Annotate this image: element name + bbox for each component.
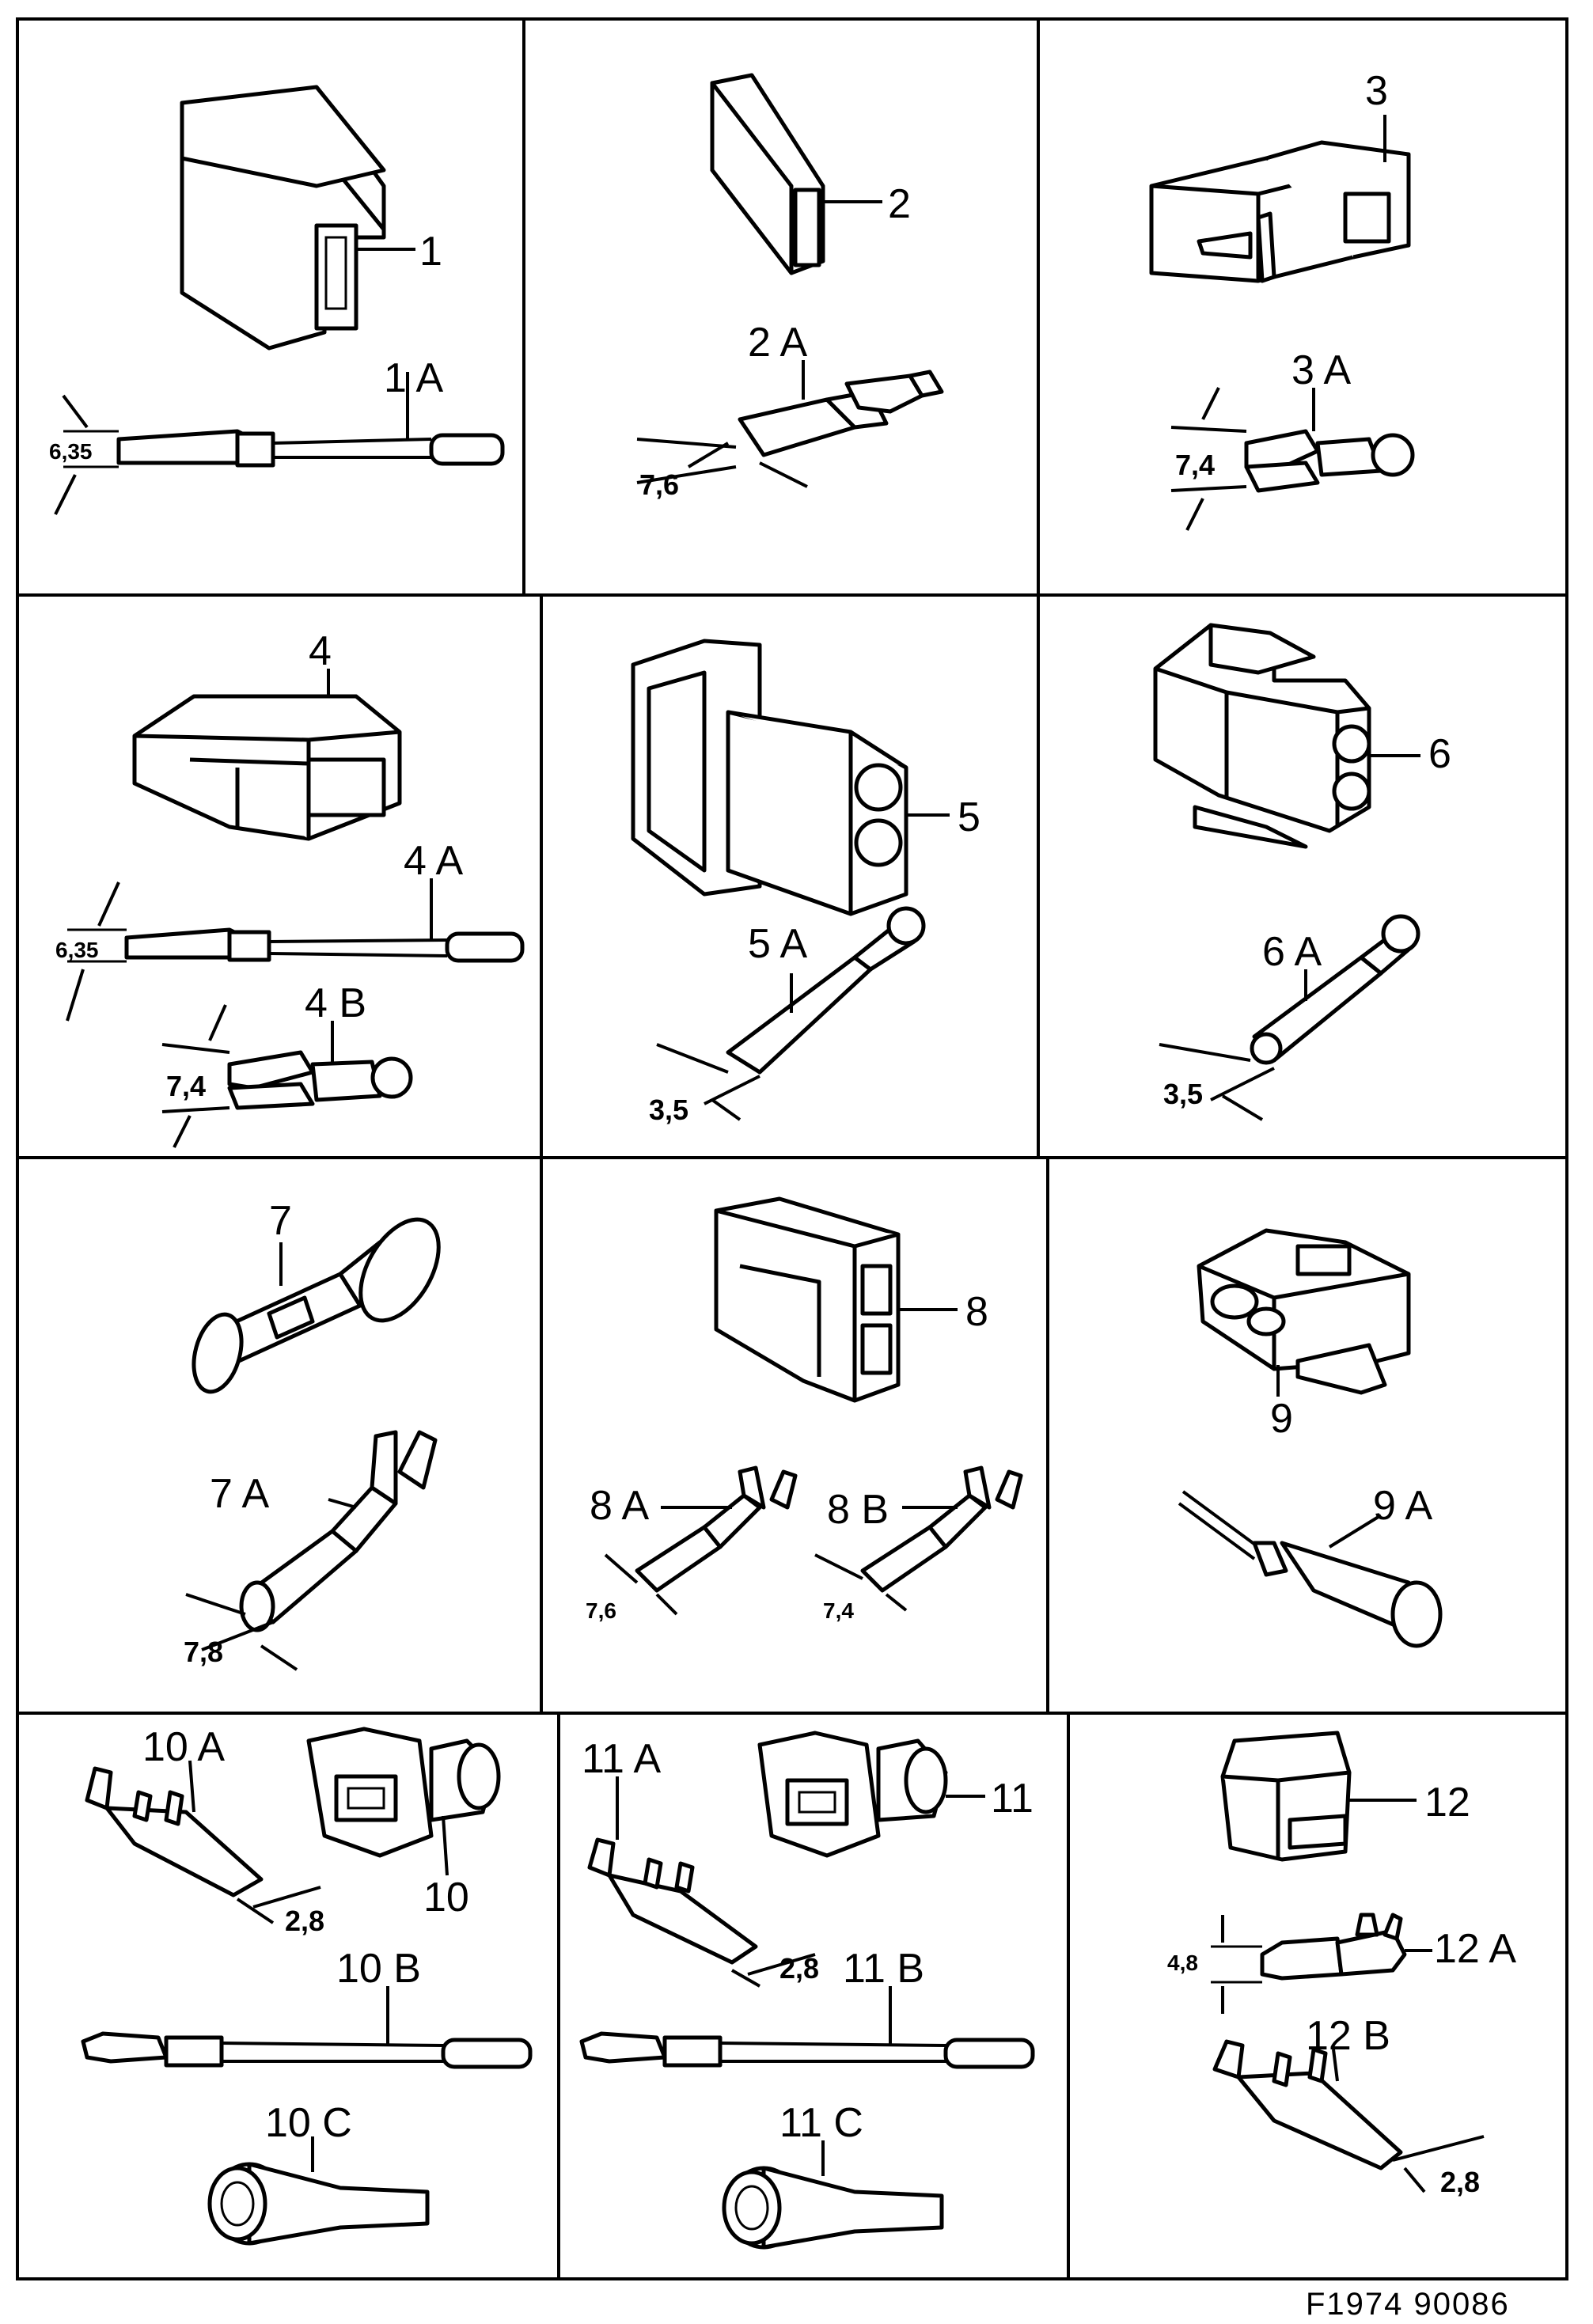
label-7: 7 [269, 1198, 292, 1244]
label-12b: 12 B [1306, 2013, 1390, 2059]
label-6: 6 [1428, 731, 1451, 777]
terminal-2a [636, 360, 944, 488]
terminal-8b [814, 1465, 1023, 1612]
terminal-4b [161, 1004, 413, 1148]
terminal-3a [1170, 387, 1415, 531]
label-10: 10 [423, 1875, 469, 1920]
label-10a: 10 A [142, 1724, 225, 1770]
dim-7a: 7,8 [184, 1636, 223, 1668]
connector-6-housing [1153, 623, 1420, 849]
label-2: 2 [888, 181, 911, 227]
dim-10a: 2,8 [285, 1905, 324, 1937]
terminal-10c [207, 2136, 430, 2246]
label-2a: 2 A [748, 320, 807, 366]
dim-1a: 6,35 [49, 439, 93, 464]
label-9a: 9 A [1373, 1483, 1432, 1529]
connector-4-housing [132, 669, 402, 841]
label-12: 12 [1424, 1780, 1470, 1825]
label-12a: 12 A [1434, 1926, 1516, 1972]
dim-11a: 2,8 [779, 1952, 819, 1985]
label-9: 9 [1270, 1396, 1293, 1442]
label-4b: 4 B [305, 980, 366, 1026]
terminal-11c [722, 2140, 944, 2250]
connector-9-housing [1197, 1228, 1411, 1397]
terminal-5a [656, 906, 926, 1121]
label-11c: 11 C [779, 2100, 863, 2146]
terminal-10a [85, 1760, 321, 1924]
terminal-12a [1211, 1913, 1432, 2014]
connector-8-housing [714, 1196, 958, 1403]
label-3: 3 [1365, 68, 1388, 114]
terminal-12b [1212, 2039, 1485, 2193]
connector-10-housing [306, 1727, 501, 1876]
dim-6a: 3,5 [1163, 1078, 1203, 1110]
connector-11-housing [757, 1731, 985, 1858]
label-8b: 8 B [827, 1487, 889, 1533]
label-5a: 5 A [748, 921, 807, 967]
connector-7-housing [192, 1217, 441, 1394]
label-10c: 10 C [265, 2100, 352, 2146]
terminal-7a [185, 1430, 438, 1671]
connector-12-housing [1220, 1731, 1417, 1862]
dim-4b: 7,4 [166, 1070, 206, 1102]
dim-2a: 7,6 [639, 468, 679, 501]
dim-12b: 2,8 [1440, 2166, 1480, 2198]
label-8a: 8 A [590, 1483, 649, 1529]
connector-1-housing [180, 85, 415, 351]
label-8: 8 [965, 1289, 988, 1335]
figure-code: F1974 90086 [1306, 2287, 1510, 2322]
label-4a: 4 A [404, 838, 463, 884]
terminal-10b [81, 1986, 533, 2069]
terminal-4a [66, 878, 525, 1022]
terminal-11a [587, 1776, 816, 1988]
connector-5-housing [631, 639, 950, 916]
label-11a: 11 A [582, 1736, 662, 1782]
label-11b: 11 B [843, 1946, 924, 1992]
terminal-1a [54, 372, 505, 515]
label-11: 11 [991, 1776, 1034, 1822]
terminal-9a [1178, 1490, 1443, 1648]
dim-8b: 7,4 [823, 1598, 854, 1623]
dim-5a: 3,5 [649, 1094, 688, 1126]
label-1a: 1 A [384, 355, 443, 401]
terminal-6a [1159, 914, 1420, 1121]
label-10b: 10 B [336, 1946, 421, 1992]
terminal-8a [604, 1465, 798, 1616]
connector-3-housing [1149, 115, 1411, 283]
label-3a: 3 A [1291, 347, 1351, 393]
label-7a: 7 A [210, 1471, 269, 1517]
terminal-11b [579, 1986, 1035, 2069]
dim-4a: 6,35 [55, 938, 99, 962]
label-4: 4 [309, 628, 332, 674]
label-1: 1 [419, 229, 442, 275]
connector-2-housing [710, 73, 882, 275]
grid-frame [16, 17, 1568, 2280]
dim-8a: 7,6 [586, 1598, 616, 1623]
dim-12a: 4,8 [1167, 1951, 1198, 1975]
label-5: 5 [958, 794, 980, 840]
label-6a: 6 A [1262, 929, 1322, 975]
dim-3a: 7,4 [1175, 449, 1215, 481]
